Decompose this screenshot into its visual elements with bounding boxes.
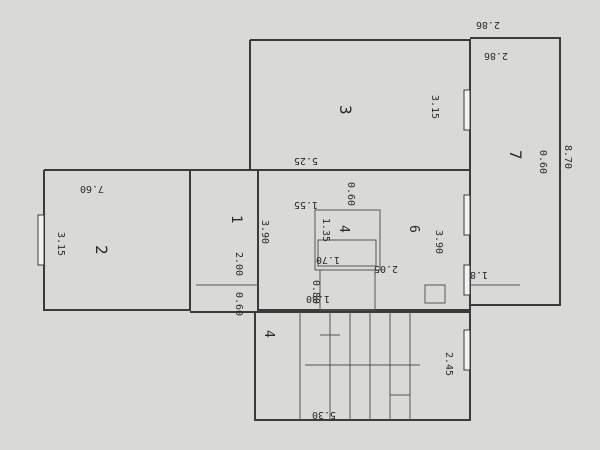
dim-vent: 1.8 <box>470 269 488 280</box>
window-kitchen <box>463 264 471 296</box>
windows <box>37 89 471 371</box>
room-number-stair: 4 <box>261 330 276 338</box>
dim-room2-width: 7.60 <box>80 183 104 194</box>
dim-top-right-2: 2.86 <box>484 50 508 61</box>
dim-top-right-1: 2.86 <box>476 19 500 30</box>
dim-room7-width: 0.60 <box>537 150 548 174</box>
dim-wc-2: 1.80 <box>306 293 330 304</box>
dim-stair-depth: 2.45 <box>443 352 454 376</box>
room-number-7: 7 <box>506 150 525 160</box>
dim-bath-height: 1.35 <box>320 218 331 242</box>
dim-kitchen-mid: 2.05 <box>374 263 398 274</box>
room-number-4: 4 <box>336 225 351 233</box>
dim-room1-small: 2.00 <box>233 252 244 276</box>
room-number-6: 6 <box>406 225 421 233</box>
dim-wc-1: 0.80 <box>310 280 321 304</box>
window-room3 <box>463 89 471 131</box>
window-stair <box>463 329 471 371</box>
room-number-3: 3 <box>336 105 355 115</box>
dim-room3-height: 3.15 <box>429 95 440 119</box>
dim-room2-height: 3.15 <box>55 232 66 256</box>
room-number-1: 1 <box>228 215 244 223</box>
stair-treads <box>320 312 411 420</box>
dim-room7-length: 8.70 <box>562 145 573 169</box>
walls <box>43 37 561 421</box>
dim-kitchen-depth: 3.90 <box>433 230 444 254</box>
dim-bath-tub: 1.70 <box>316 254 340 265</box>
dim-door-small: 0.60 <box>233 292 244 316</box>
dim-room3-width: 5.25 <box>294 155 318 166</box>
dim-stair-len: 5.30 <box>312 409 336 420</box>
window-room6 <box>463 194 471 236</box>
dimension-labels: 2.86 2.86 7.60 3.15 3.15 5.25 0.60 8.70 … <box>55 19 573 420</box>
window-left <box>37 214 45 266</box>
dim-bath-width: 1.55 <box>294 199 318 210</box>
dim-room1-width: 3.90 <box>259 220 270 244</box>
room-labels: 2 3 7 1 4 6 4 <box>92 105 525 338</box>
dim-hall-mid: 0.60 <box>345 182 356 206</box>
room-number-2: 2 <box>92 245 111 255</box>
